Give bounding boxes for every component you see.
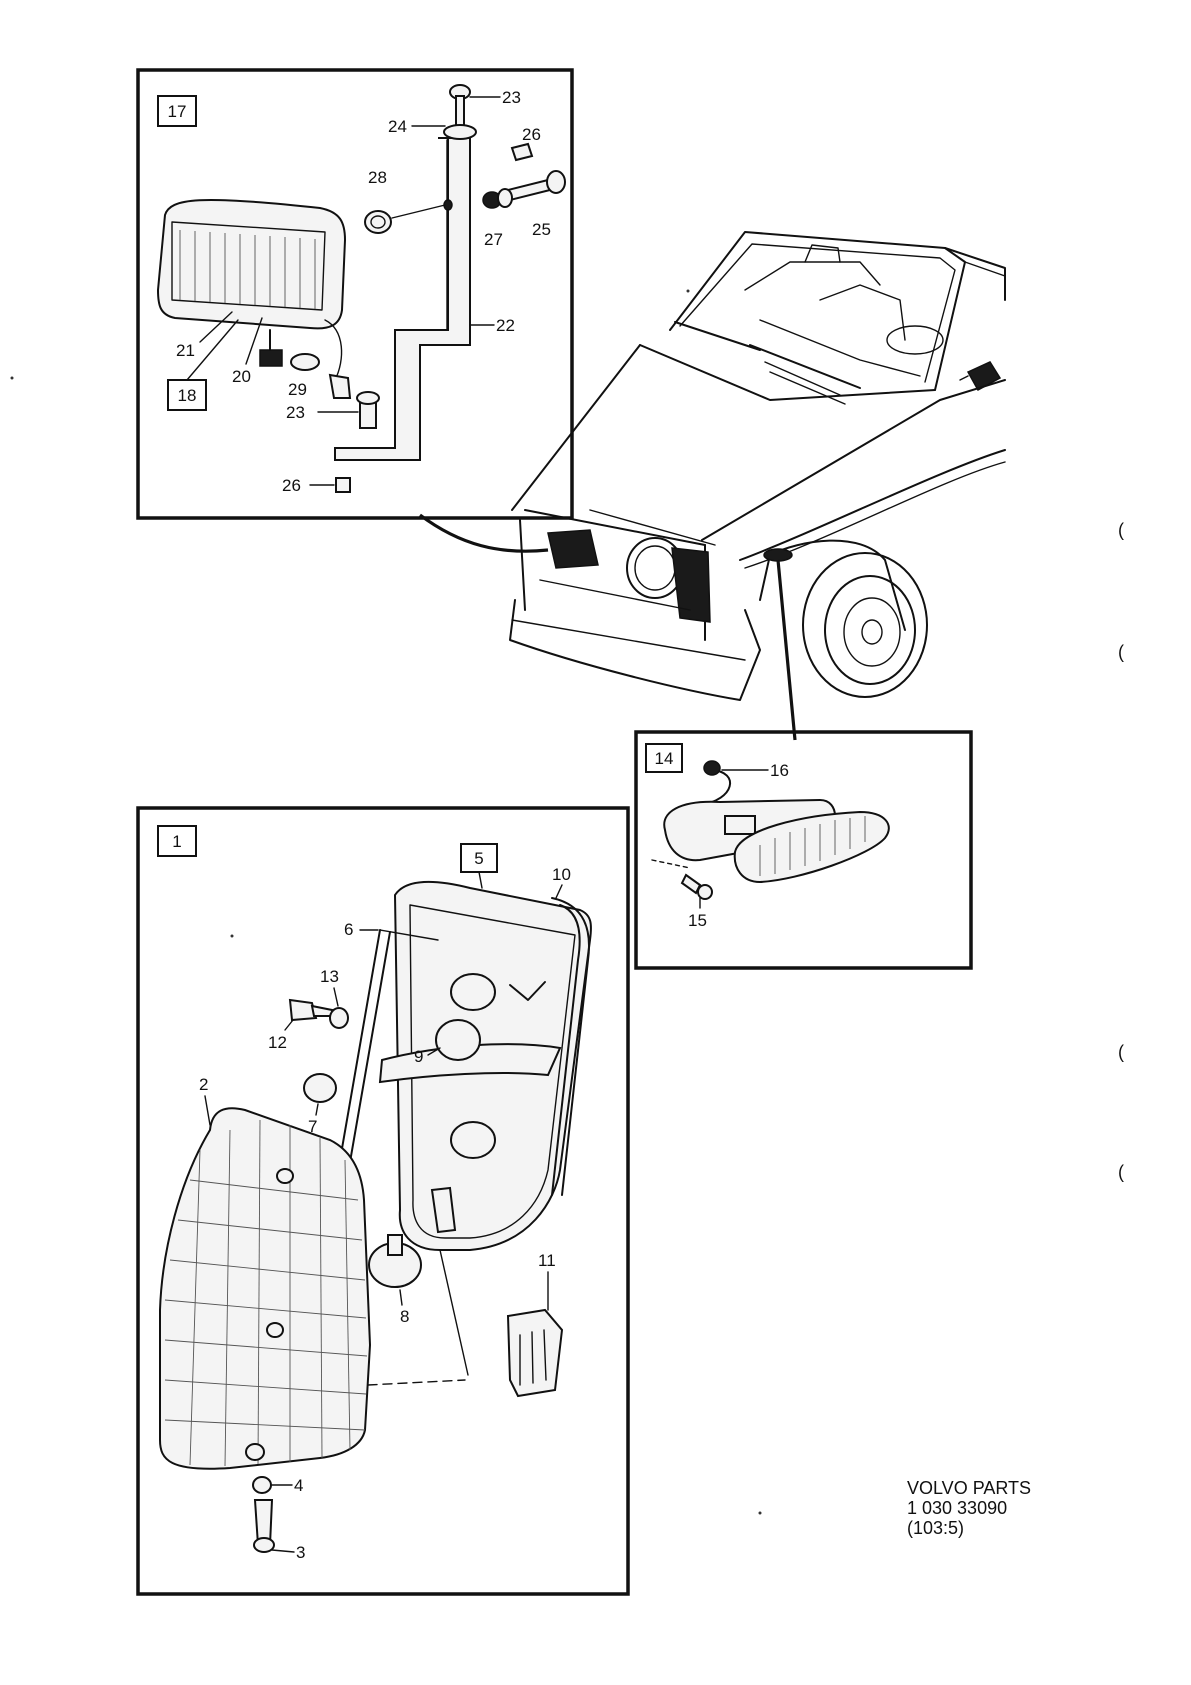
callout-11: 11: [538, 1251, 556, 1270]
callout-25: 25: [532, 220, 551, 239]
panel-ref-box: [157, 825, 197, 857]
bulb-holder-16: [703, 760, 721, 776]
callout-26-bottom: 26: [282, 476, 301, 495]
callout-13: 13: [320, 967, 339, 986]
panel-foglamp: 17: [136, 68, 574, 520]
front-indicator-on-car: [671, 547, 711, 623]
callout-29: 29: [288, 380, 307, 399]
washer-4: [252, 1476, 272, 1494]
callout-20: 20: [232, 367, 251, 386]
bulb-9: [435, 1019, 481, 1061]
panel-taillamp: 1: [136, 806, 630, 1596]
callout-6: 6: [344, 920, 353, 939]
callout-26-top: 26: [522, 125, 541, 144]
callout-23-top: 23: [502, 88, 521, 107]
callout-7: 7: [308, 1117, 317, 1136]
front-wheel: [802, 552, 928, 698]
ref-box-18: [167, 379, 207, 411]
svg-text:(: (: [1118, 520, 1124, 540]
callout-23-lower: 23: [286, 403, 305, 422]
svg-text:(: (: [1118, 1042, 1124, 1062]
callout-9: 9: [414, 1047, 423, 1066]
washer-13: [329, 1007, 349, 1029]
grommet-28: [364, 210, 392, 234]
panel-ref-17: 17: [168, 102, 187, 121]
connector: [328, 373, 352, 399]
washer-24: [443, 124, 477, 140]
callout-22: 22: [496, 316, 515, 335]
clip-26-top: [510, 142, 534, 162]
screw-15: [680, 873, 702, 895]
bolt-12: [288, 998, 318, 1022]
callout-2: 2: [199, 1075, 208, 1094]
callout-8: 8: [400, 1307, 409, 1326]
stamp-section: (103:5): [907, 1518, 965, 1538]
svg-text:(: (: [1118, 1162, 1124, 1182]
callout-27: 27: [484, 230, 503, 249]
ref-box-5: [460, 843, 498, 873]
panel-ref-box: [157, 95, 197, 127]
scan-marks: ( ( ( (: [10, 289, 1124, 1515]
callout-10: 10: [552, 865, 571, 884]
catalog-stamp: VOLVO PARTS 1 030 33090 (103:5): [907, 1478, 1057, 1538]
leader-foglamp: [419, 513, 549, 553]
bracket-22: [334, 137, 471, 461]
svg-text:(: (: [1118, 642, 1124, 662]
panel-ref-box: [645, 743, 683, 773]
stamp-brand: VOLVO PARTS: [907, 1478, 1032, 1498]
callout-24: 24: [388, 117, 407, 136]
leader-sidemarker: [776, 559, 797, 741]
callout-18: 18: [178, 386, 197, 405]
callout-12: 12: [268, 1033, 287, 1052]
callout-21: 21: [176, 341, 195, 360]
mount-nut: [259, 349, 283, 367]
stamp-catalog-number: 1 030 33090: [907, 1498, 1008, 1518]
clip-26-bottom: [335, 477, 351, 493]
panel-ref-1: 1: [172, 832, 181, 851]
callout-4: 4: [294, 1476, 303, 1495]
car-front-illustration: [419, 231, 1006, 741]
side-marker-lamp: [763, 548, 793, 562]
fog-lamp-housing: [156, 198, 347, 330]
panel-sidemarker: 14 16 15: [634, 730, 973, 970]
callout-3: 3: [296, 1543, 305, 1562]
callout-16: 16: [770, 761, 789, 780]
callout-15: 15: [688, 911, 707, 930]
clip-11: [506, 1308, 564, 1398]
fog-lamp-on-car: [547, 529, 599, 569]
callout-5: 5: [474, 849, 483, 868]
panel-ref-14: 14: [655, 749, 674, 768]
tail-lens-2: [159, 1107, 372, 1470]
callout-28: 28: [368, 168, 387, 187]
grommet-7: [303, 1073, 337, 1103]
washer-29: [290, 353, 320, 371]
